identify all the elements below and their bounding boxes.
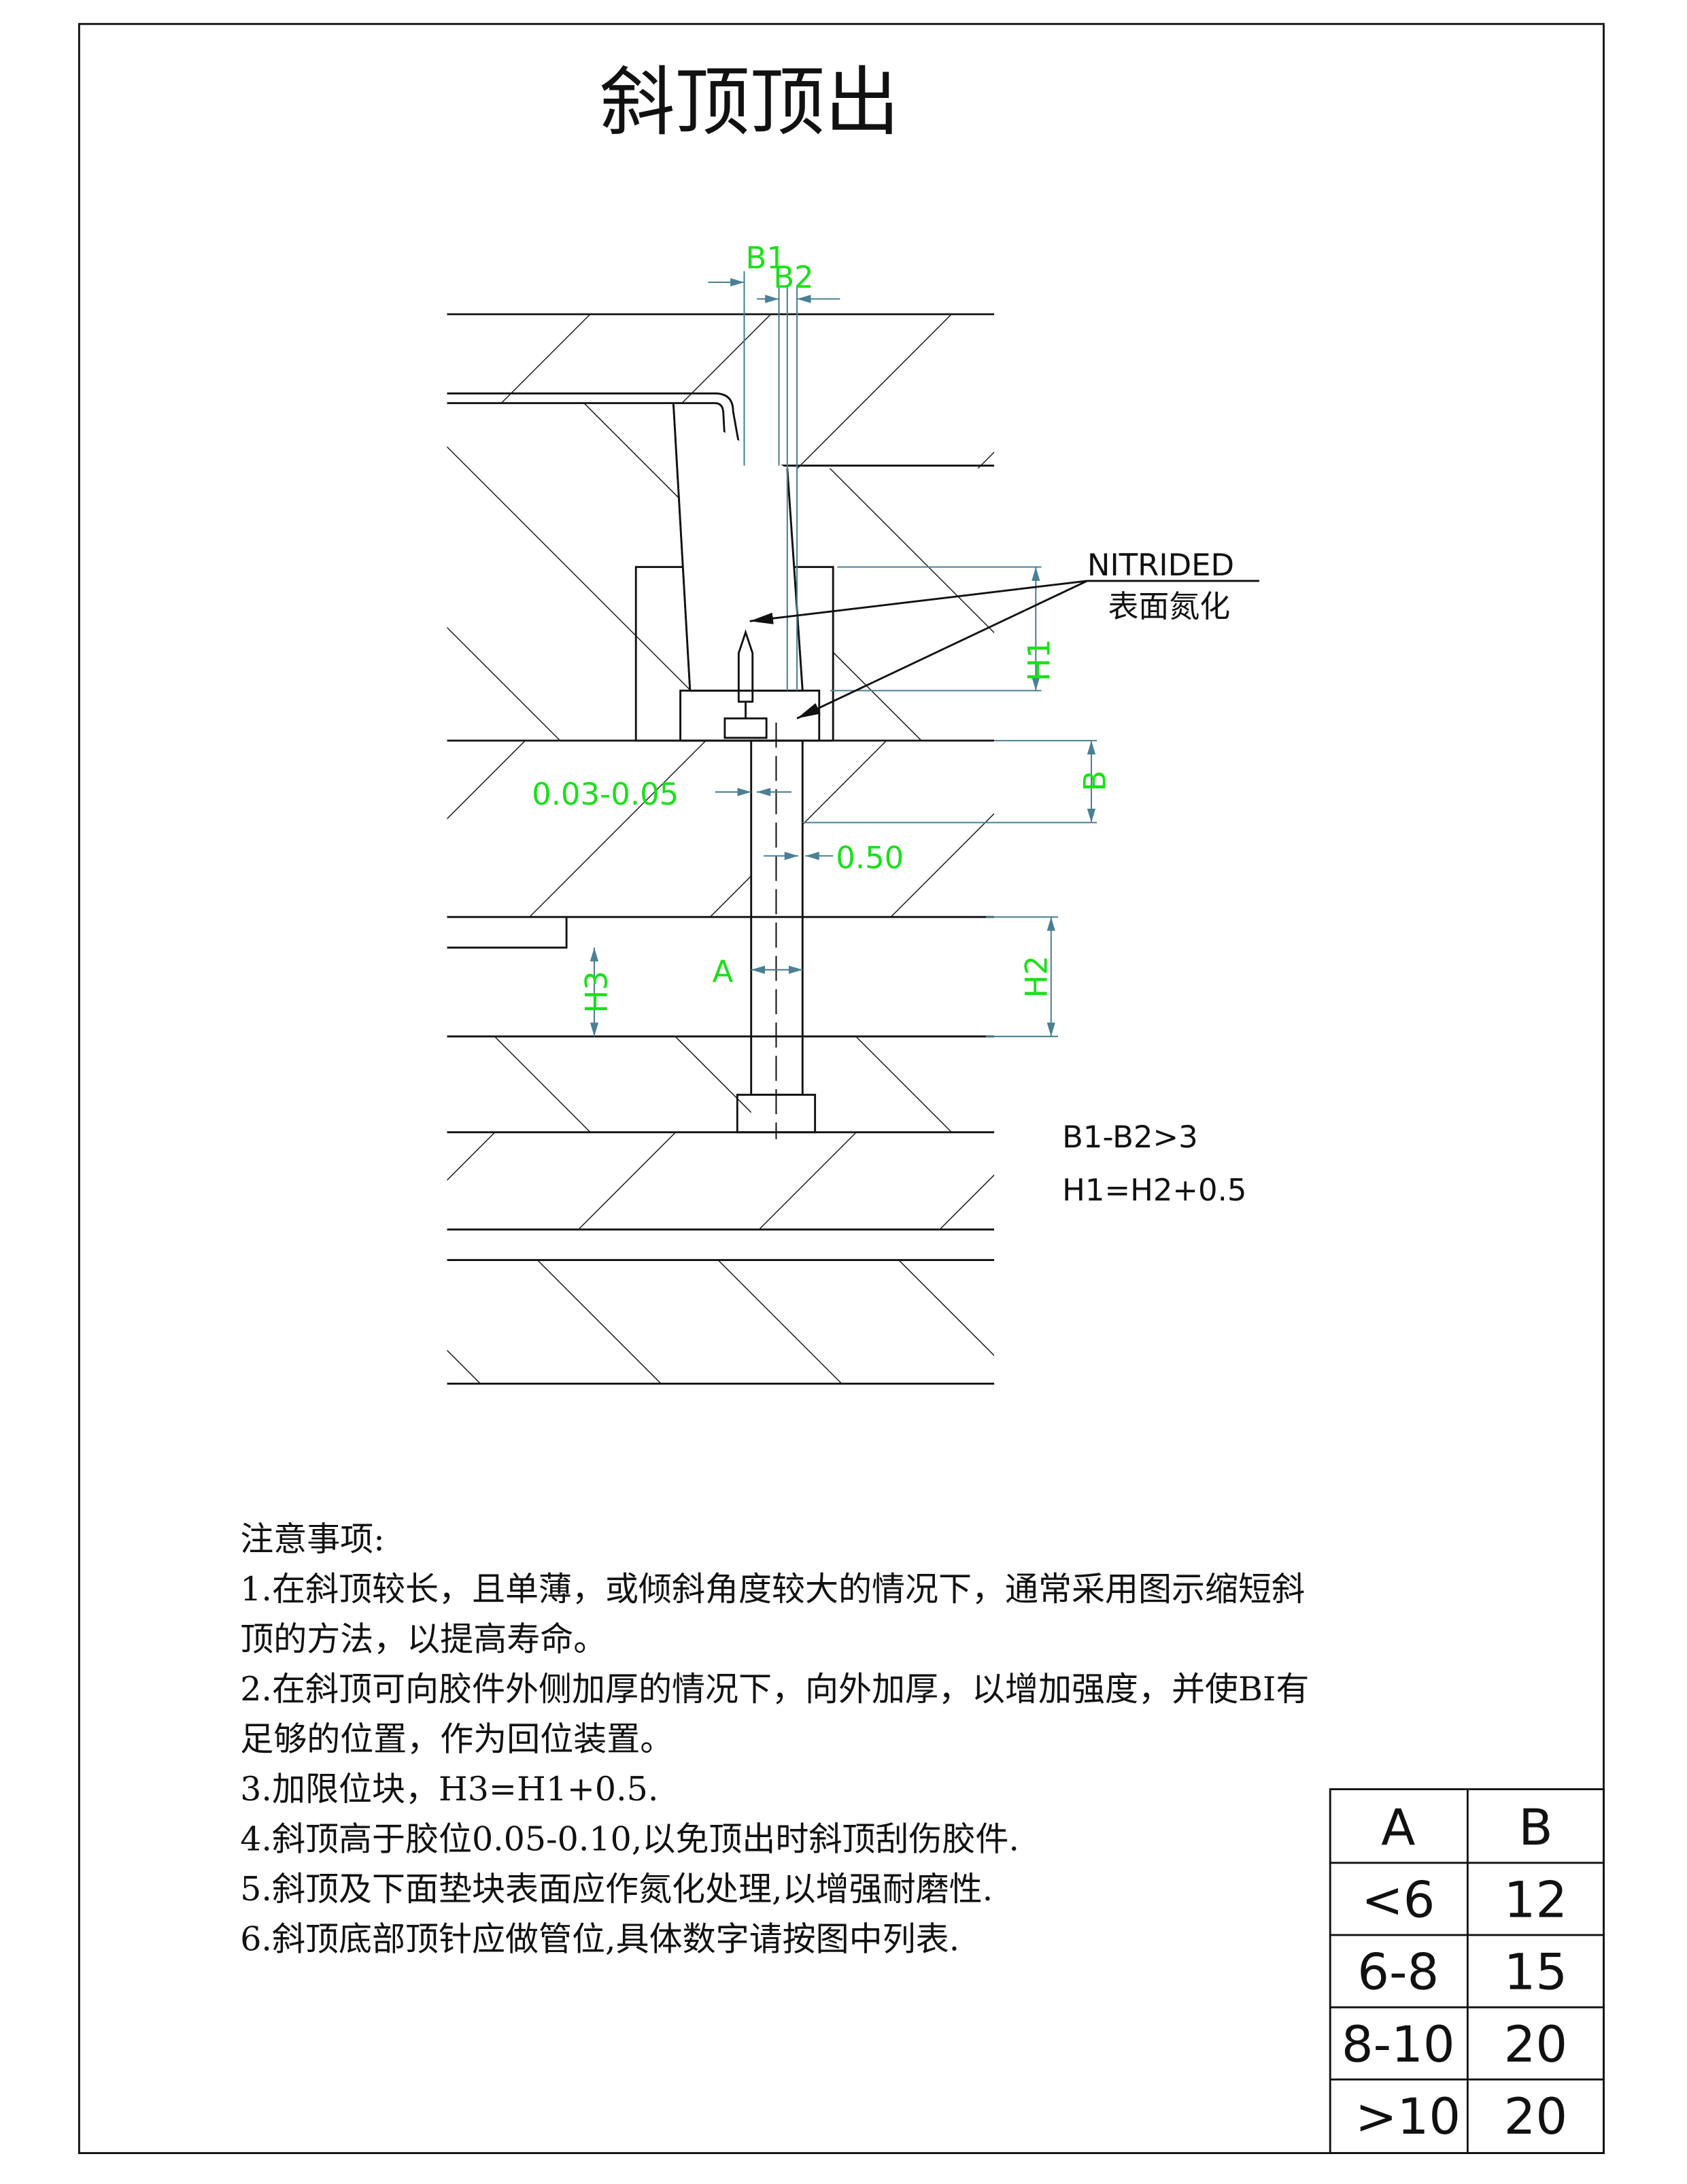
table-cell: 8-10 bbox=[1342, 2016, 1455, 2074]
note-line: 5.斜顶及下面垫块表面应作氮化处理,以增强耐磨性. bbox=[240, 1870, 993, 1909]
dim-a: A bbox=[713, 954, 734, 990]
dim-b2: B2 bbox=[773, 259, 813, 295]
table-cell: 15 bbox=[1504, 1944, 1568, 2002]
formula-h: H1=H2+0.5 bbox=[1062, 1172, 1246, 1208]
sheet-border bbox=[78, 22, 1605, 2154]
note-line: 足够的位置，作为回位装置。 bbox=[240, 1719, 673, 1758]
nitrided-callout: NITRIDED 表面氮化 bbox=[749, 547, 1260, 720]
note-line: 2.在斜顶可向胶件外侧加厚的情况下，向外加厚，以增加强度，并使BI有 bbox=[240, 1670, 1309, 1709]
dimensions: B1 B2 H1 B 0.03-0.05 0.50 H2 H3 A bbox=[532, 240, 1112, 1037]
dim-clearance: 0.50 bbox=[836, 840, 904, 876]
screw bbox=[723, 629, 768, 739]
table-cell: >10 bbox=[1355, 2088, 1461, 2146]
note-line: 6.斜顶底部顶针应做管位,具体数字请按图中列表. bbox=[240, 1919, 959, 1958]
nitrided-label: NITRIDED bbox=[1087, 547, 1234, 583]
table-cell: <6 bbox=[1361, 1871, 1435, 1929]
page-title: 斜顶顶出 bbox=[600, 59, 900, 146]
table-header-a: A bbox=[1381, 1799, 1415, 1857]
dim-b: B bbox=[1076, 771, 1112, 792]
note-line: 4.斜顶高于胶位0.05-0.10,以免顶出时斜顶刮伤胶件. bbox=[240, 1819, 1019, 1858]
dim-h3: H3 bbox=[578, 971, 614, 1013]
dim-h2: H2 bbox=[1019, 956, 1055, 998]
note-line: 顶的方法，以提高寿命。 bbox=[240, 1619, 607, 1658]
note-line: 3.加限位块，H3=H1+0.5. bbox=[240, 1770, 658, 1809]
table-cell: 12 bbox=[1504, 1871, 1568, 1929]
dim-gap: 0.03-0.05 bbox=[532, 776, 679, 812]
table-cell: 20 bbox=[1504, 2016, 1568, 2074]
wear-pad bbox=[679, 689, 821, 742]
table-cell: 6-8 bbox=[1357, 1944, 1439, 2002]
dim-h1: H1 bbox=[1021, 639, 1057, 681]
notes-heading: 注意事项: bbox=[240, 1519, 385, 1558]
mold-section bbox=[447, 313, 995, 1385]
notes: 注意事项: 1.在斜顶较长，且单薄，或倾斜角度较大的情况下，通常采用图示缩短斜 … bbox=[240, 1519, 1309, 1958]
nitrided-cn-label: 表面氮化 bbox=[1108, 588, 1230, 624]
formula-b: B1-B2>3 bbox=[1062, 1119, 1198, 1155]
table-header-b: B bbox=[1518, 1799, 1552, 1857]
table-cell: 20 bbox=[1504, 2088, 1568, 2146]
dim-b1: B1 bbox=[746, 240, 786, 276]
note-line: 1.在斜顶较长，且单薄，或倾斜角度较大的情况下，通常采用图示缩短斜 bbox=[240, 1570, 1305, 1609]
size-table: A B <6 12 6-8 15 8-10 20 >10 20 bbox=[1329, 1788, 1605, 2154]
